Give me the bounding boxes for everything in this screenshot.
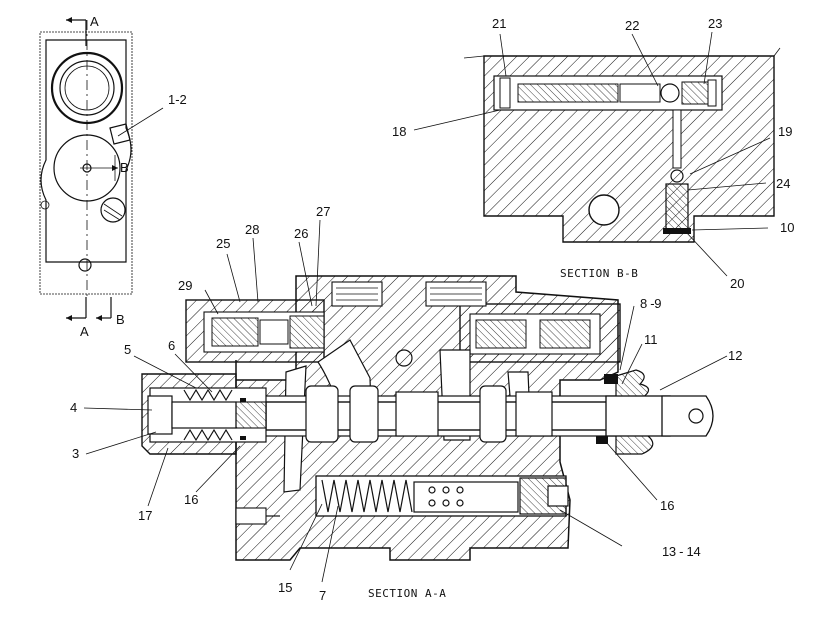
label-part-7: 7 <box>319 588 326 603</box>
label-view-a-bottom: A <box>80 324 89 339</box>
label-part-1-2: 1-2 <box>168 92 187 107</box>
label-part-27: 27 <box>316 204 330 219</box>
label-view-b-side: B <box>120 160 129 175</box>
label-part-22: 22 <box>625 18 639 33</box>
label-part-23: 23 <box>708 16 722 31</box>
section-a-a-title: SECTION A-A <box>368 587 446 600</box>
section-b-b <box>463 47 781 243</box>
label-part-13-14: 13 - 14 <box>662 544 700 559</box>
label-part-18: 18 <box>392 124 406 139</box>
label-part-10: 10 <box>780 220 794 235</box>
label-part-25: 25 <box>216 236 230 251</box>
label-part-6: 6 <box>168 338 175 353</box>
end-view <box>39 17 133 321</box>
label-part-24: 24 <box>776 176 790 191</box>
section-b-b-title: SECTION B-B <box>560 267 638 280</box>
label-part-8-9: 8 -9 <box>640 296 661 311</box>
label-part-26: 26 <box>294 226 308 241</box>
part-labels: A B A B 1-2 3 4 5 6 7 8 -9 10 11 12 13 -… <box>70 14 794 603</box>
label-view-a-top: A <box>90 14 99 29</box>
label-part-17: 17 <box>138 508 152 523</box>
label-part-19: 19 <box>778 124 792 139</box>
label-part-16-right: 16 <box>660 498 674 513</box>
label-part-12: 12 <box>728 348 742 363</box>
label-part-20: 20 <box>730 276 744 291</box>
label-part-4: 4 <box>70 400 77 415</box>
label-part-16-left: 16 <box>184 492 198 507</box>
label-part-5: 5 <box>124 342 131 357</box>
leader-lines <box>83 31 771 583</box>
label-view-b-bottom: B <box>116 312 125 327</box>
label-part-3: 3 <box>72 446 79 461</box>
label-part-21: 21 <box>492 16 506 31</box>
label-part-28: 28 <box>245 222 259 237</box>
section-a-a <box>141 275 714 561</box>
label-part-11: 11 <box>644 332 658 347</box>
label-part-29: 29 <box>178 278 192 293</box>
label-part-15: 15 <box>278 580 292 595</box>
